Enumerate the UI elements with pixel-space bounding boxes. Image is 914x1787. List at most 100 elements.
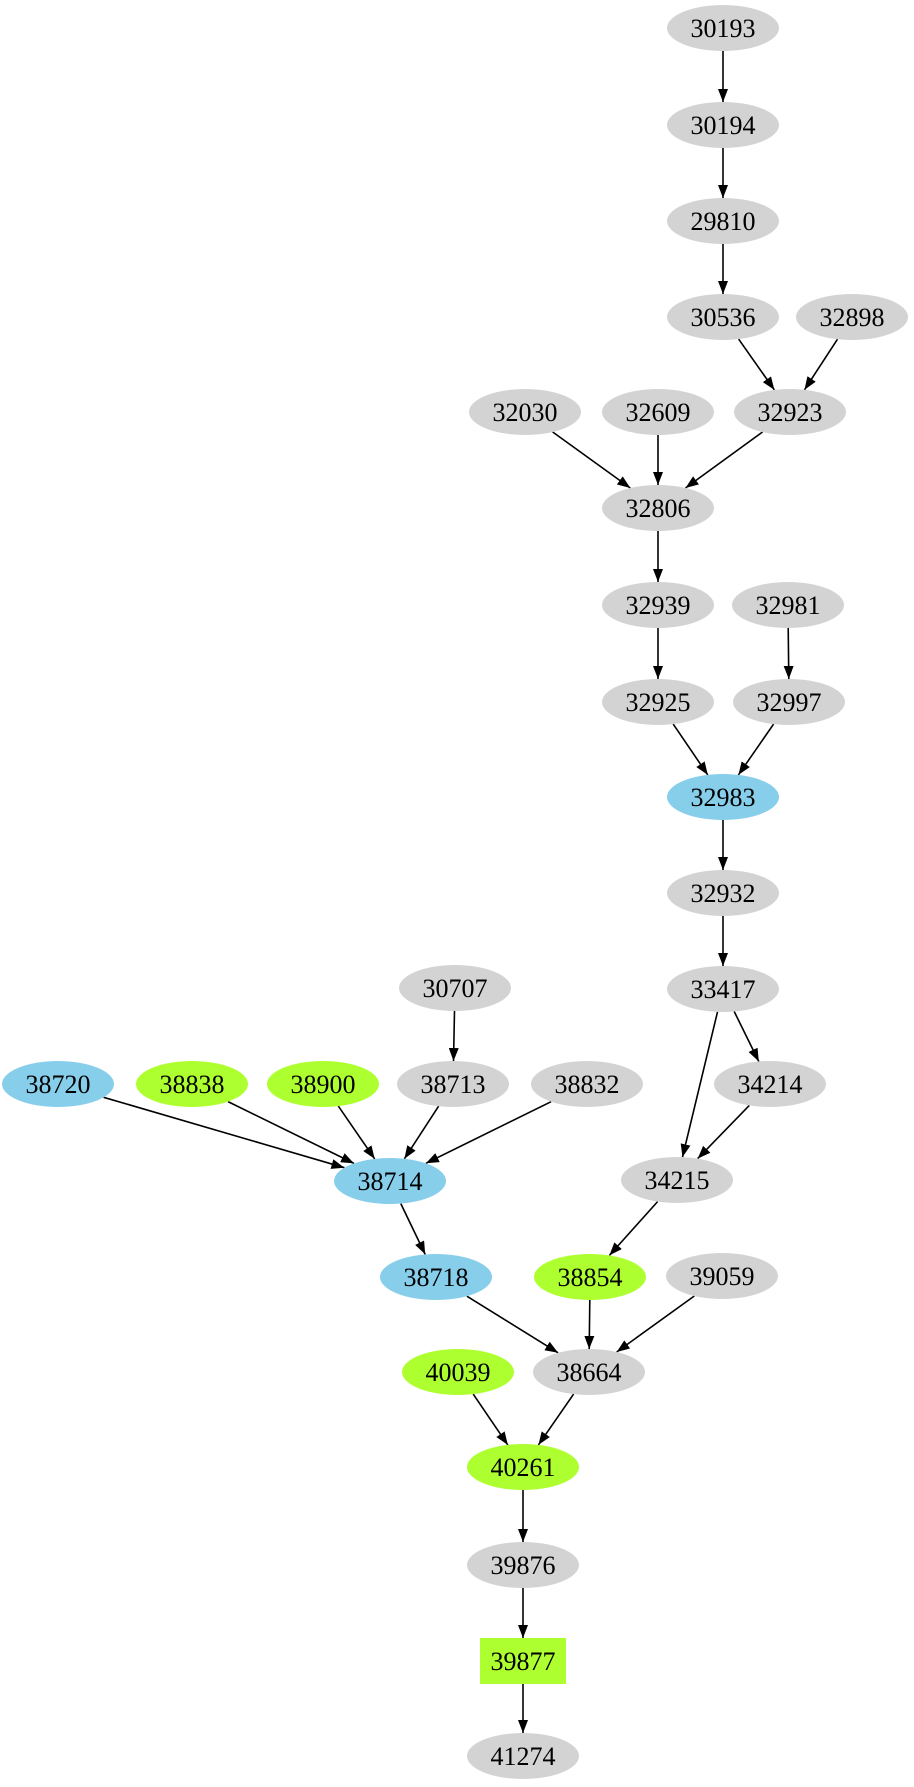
node-shape-ellipse — [399, 965, 511, 1011]
node-label: 30194 — [691, 111, 756, 140]
node-label: 32030 — [493, 398, 558, 427]
node-shape-ellipse — [2, 1061, 114, 1107]
edge-38664-40261 — [537, 1393, 575, 1446]
node-shape-ellipse — [397, 1061, 509, 1107]
node-shape-ellipse — [602, 389, 714, 435]
node-label: 38720 — [26, 1070, 91, 1099]
node-shape-ellipse — [667, 198, 779, 244]
node-label: 32925 — [626, 688, 691, 717]
node-shape-ellipse — [667, 870, 779, 916]
node-shape-ellipse — [621, 1157, 733, 1203]
edge-38854-38664 — [584, 1299, 595, 1350]
node-39876: 39876 — [467, 1542, 579, 1588]
node-32981: 32981 — [732, 582, 844, 628]
node-shape-ellipse — [402, 1349, 514, 1395]
node-39059: 39059 — [666, 1253, 778, 1299]
edge-40039-40261 — [472, 1393, 509, 1446]
node-38664: 38664 — [533, 1349, 645, 1395]
edge-38713-38714 — [403, 1105, 440, 1160]
edge-30707-38713 — [448, 1010, 459, 1062]
node-shape-ellipse — [334, 1158, 446, 1204]
node-shape-ellipse — [732, 582, 844, 628]
node-shape-ellipse — [667, 774, 779, 820]
node-label: 38900 — [291, 1070, 356, 1099]
edge-38900-38714 — [337, 1105, 376, 1160]
node-shape-ellipse — [267, 1061, 379, 1107]
node-label: 38713 — [421, 1070, 486, 1099]
node-label: 34214 — [738, 1070, 803, 1099]
node-38832: 38832 — [531, 1061, 643, 1107]
node-38713: 38713 — [397, 1061, 509, 1107]
node-label: 38838 — [160, 1070, 225, 1099]
node-shape-ellipse — [467, 1542, 579, 1588]
node-label: 38854 — [558, 1263, 623, 1292]
node-label: 39876 — [491, 1551, 556, 1580]
node-33417: 33417 — [667, 966, 779, 1012]
node-label: 32806 — [626, 494, 691, 523]
node-38854: 38854 — [534, 1254, 646, 1300]
node-38714: 38714 — [334, 1158, 446, 1204]
node-label: 40039 — [426, 1358, 491, 1387]
edge-32898-32923 — [803, 338, 839, 391]
node-shape-rect — [480, 1638, 566, 1684]
edge-38720-38714 — [103, 1096, 345, 1169]
node-shape-ellipse — [602, 485, 714, 531]
edge-38714-38718 — [400, 1203, 426, 1255]
node-32997: 32997 — [733, 679, 845, 725]
node-label: 33417 — [691, 975, 756, 1004]
node-label: 38714 — [358, 1167, 423, 1196]
node-30194: 30194 — [667, 102, 779, 148]
edges-layer — [103, 51, 839, 1733]
node-38718: 38718 — [380, 1254, 492, 1300]
node-label: 38664 — [557, 1358, 622, 1387]
node-34215: 34215 — [621, 1157, 733, 1203]
node-label: 30536 — [691, 303, 756, 332]
node-shape-ellipse — [667, 966, 779, 1012]
edge-33417-34215 — [680, 1011, 719, 1158]
edge-30536-32923 — [737, 338, 776, 391]
node-41274: 41274 — [467, 1733, 579, 1779]
node-label: 32609 — [626, 398, 691, 427]
edge-32997-32983 — [737, 723, 775, 776]
node-label: 32923 — [758, 398, 823, 427]
node-30707: 30707 — [399, 965, 511, 1011]
node-shape-ellipse — [533, 1349, 645, 1395]
node-shape-ellipse — [469, 389, 581, 435]
node-shape-ellipse — [534, 1254, 646, 1300]
node-shape-ellipse — [733, 679, 845, 725]
edge-33417-34214 — [733, 1011, 760, 1062]
edge-32981-32997 — [783, 627, 794, 680]
node-label: 40261 — [491, 1453, 556, 1482]
edge-32925-32983 — [672, 723, 709, 776]
node-label: 32983 — [691, 783, 756, 812]
node-32939: 32939 — [602, 582, 714, 628]
node-label: 32898 — [820, 303, 885, 332]
node-40261: 40261 — [467, 1444, 579, 1490]
node-label: 34215 — [645, 1166, 710, 1195]
node-32806: 32806 — [602, 485, 714, 531]
node-shape-ellipse — [667, 5, 779, 51]
node-shape-ellipse — [531, 1061, 643, 1107]
node-shape-ellipse — [467, 1733, 579, 1779]
node-label: 32932 — [691, 879, 756, 908]
node-label: 39059 — [690, 1262, 755, 1291]
node-32609: 32609 — [602, 389, 714, 435]
node-shape-ellipse — [667, 102, 779, 148]
node-label: 41274 — [491, 1742, 556, 1771]
node-shape-ellipse — [714, 1061, 826, 1107]
node-shape-ellipse — [136, 1061, 248, 1107]
node-shape-ellipse — [467, 1444, 579, 1490]
node-32932: 32932 — [667, 870, 779, 916]
node-29810: 29810 — [667, 198, 779, 244]
node-label: 32939 — [626, 591, 691, 620]
edge-38718-38664 — [466, 1295, 559, 1354]
edge-32923-32806 — [685, 431, 763, 489]
node-40039: 40039 — [402, 1349, 514, 1395]
node-32925: 32925 — [602, 679, 714, 725]
node-label: 38718 — [404, 1263, 469, 1292]
node-39877: 39877 — [480, 1638, 566, 1684]
node-label: 30707 — [423, 974, 488, 1003]
